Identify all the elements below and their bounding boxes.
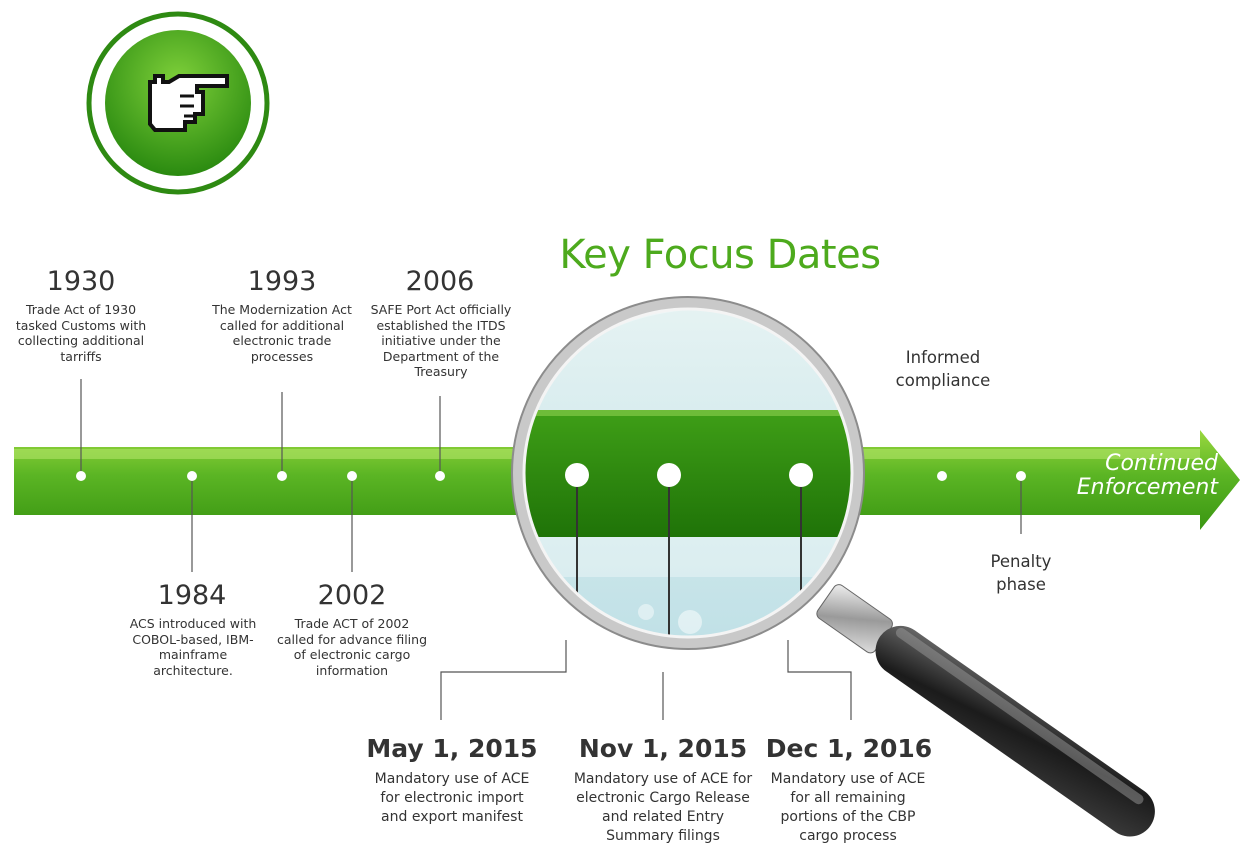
event-year-1984: 1984 xyxy=(157,580,227,611)
key-date-desc-may-2015: Mandatory use of ACE for electronic impo… xyxy=(374,771,530,825)
event-year-1930: 1930 xyxy=(46,266,116,297)
event-year-2006: 2006 xyxy=(405,266,475,297)
page-title: Key Focus Dates xyxy=(559,232,881,278)
event-year-2002: 2002 xyxy=(317,580,387,611)
event-desc-2002: Trade ACT of 2002 called for advance fil… xyxy=(276,616,428,678)
event-desc-1993: The Modernization Act called for additio… xyxy=(212,302,352,364)
key-date-nov-2015: Nov 1, 2015 xyxy=(578,734,748,763)
phase-informed-compliance: Informed compliance xyxy=(895,348,991,390)
key-date-may-2015: May 1, 2015 xyxy=(366,734,538,763)
event-connectors xyxy=(80,379,1022,572)
key-date-dec-2016: Dec 1, 2016 xyxy=(765,734,933,763)
phase-penalty: Penalty phase xyxy=(990,552,1052,594)
event-year-1993: 1993 xyxy=(247,266,317,297)
key-date-connectors xyxy=(440,640,852,720)
event-desc-1984: ACS introduced with COBOL-based, IBM-mai… xyxy=(129,616,257,678)
event-desc-2006: SAFE Port Act officially established the… xyxy=(370,302,512,379)
magnifying-glass-icon xyxy=(511,296,1155,837)
phase-continued-enforcement: Continued Enforcement xyxy=(1076,451,1218,500)
pointing-hand-icon xyxy=(86,11,270,195)
timeline-dots xyxy=(76,471,1026,481)
key-date-desc-nov-2015: Mandatory use of ACE for electronic Carg… xyxy=(573,771,753,844)
key-date-desc-dec-2016: Mandatory use of ACE for all remaining p… xyxy=(770,771,926,844)
event-desc-1930: Trade Act of 1930 tasked Customs with co… xyxy=(15,302,147,364)
